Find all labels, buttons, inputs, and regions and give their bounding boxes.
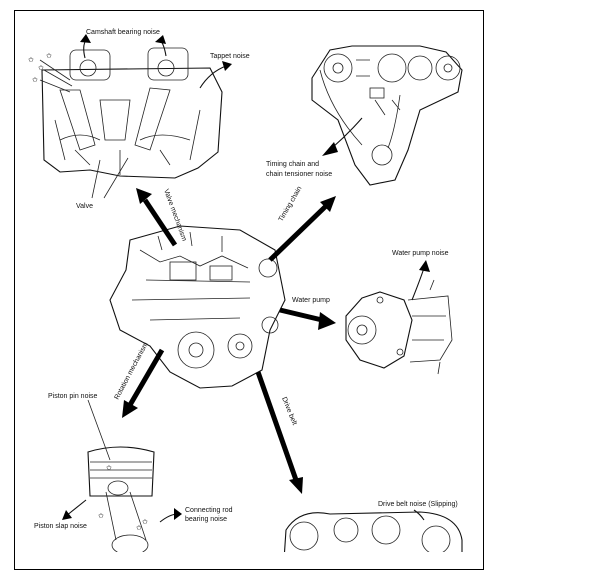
piston-pin-pointer bbox=[87, 399, 111, 461]
water-pump-noise-label: Water pump noise bbox=[392, 250, 449, 257]
timing-chain-label: Timing chain bbox=[278, 185, 304, 223]
timing-chain-illustration bbox=[311, 45, 463, 186]
svg-text:✩: ✩ bbox=[136, 524, 142, 532]
water-pump-label: Water pump bbox=[292, 297, 330, 304]
connecting-rod-label-line2: bearing noise bbox=[185, 516, 227, 523]
water-pump-illustration bbox=[345, 279, 453, 375]
camshaft-bearing-noise-label: Camshaft bearing noise bbox=[86, 29, 160, 36]
rotation-mechanism-arrow bbox=[127, 348, 165, 407]
timing-chain-arrow bbox=[268, 204, 328, 262]
engine-noise-diagram: ✩ ✩ ✩ ✩ Camshaft bearing noise Tappet no… bbox=[28, 29, 463, 552]
drive-belt-noise-arrow bbox=[413, 509, 425, 521]
valve-label: Valve bbox=[76, 203, 93, 210]
drive-belt-arrow bbox=[255, 371, 299, 481]
drive-belt-illustration bbox=[283, 511, 463, 552]
piston-slap-arrow bbox=[65, 499, 87, 517]
drive-belt-noise-label: Drive belt noise (Slipping) bbox=[378, 501, 458, 508]
svg-text:✩: ✩ bbox=[142, 518, 148, 526]
water-pump-noise-arrow bbox=[411, 267, 425, 301]
diagram-frame bbox=[14, 10, 484, 570]
connecting-rod-label-line1: Connecting rod bbox=[185, 507, 233, 514]
tappet-arrow bbox=[199, 65, 227, 89]
svg-text:✩: ✩ bbox=[46, 52, 52, 60]
drive-belt-label: Drive belt bbox=[280, 396, 298, 426]
piston-pin-noise-label: Piston pin noise bbox=[48, 393, 98, 400]
valve-mechanism-arrow bbox=[142, 198, 178, 247]
cylinder-head-illustration: ✩ ✩ ✩ ✩ bbox=[28, 47, 223, 199]
camshaft-arrow-left bbox=[83, 39, 87, 59]
svg-text:✩: ✩ bbox=[106, 464, 112, 472]
timing-chain-noise-label-line1: Timing chain and bbox=[266, 161, 319, 168]
water-pump-arrow bbox=[279, 307, 323, 323]
piston-illustration: ✩ ✩ ✩ ✩ bbox=[87, 446, 155, 552]
engine-block-illustration bbox=[109, 225, 286, 389]
piston-slap-noise-label: Piston slap noise bbox=[34, 523, 87, 530]
tappet-noise-label: Tappet noise bbox=[210, 53, 250, 60]
svg-text:✩: ✩ bbox=[38, 64, 44, 72]
svg-text:✩: ✩ bbox=[32, 76, 38, 84]
svg-text:✩: ✩ bbox=[98, 512, 104, 520]
svg-text:✩: ✩ bbox=[28, 56, 34, 64]
timing-chain-noise-label-line2: chain tensioner noise bbox=[266, 171, 332, 178]
rotation-mechanism-label: Rotation mechanism bbox=[114, 341, 150, 401]
